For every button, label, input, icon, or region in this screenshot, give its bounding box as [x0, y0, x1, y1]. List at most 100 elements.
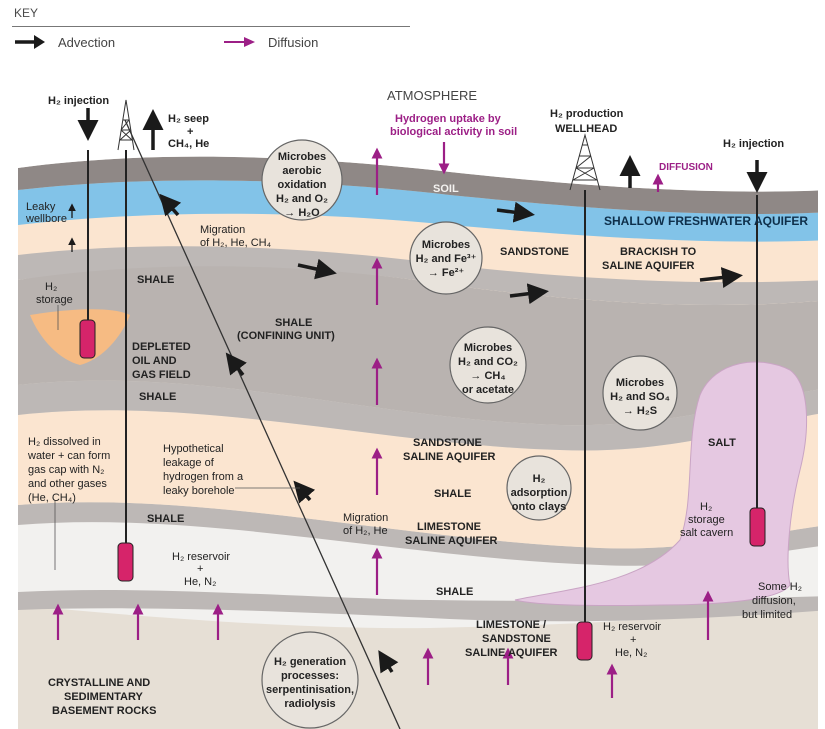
atmosphere-label: ATMOSPHERE: [387, 88, 477, 103]
bubble-aerobic: [261, 139, 343, 221]
canister-storage: [79, 319, 96, 359]
bubble-adsorption-l1: adsorption: [511, 487, 568, 499]
depleted-label-2: OIL AND: [132, 355, 177, 367]
bubble-generation-l1: processes:: [281, 670, 339, 682]
reservoir-right-label-2: +: [630, 634, 636, 646]
diffusion-arrow-icon: [224, 37, 255, 47]
shale-band-bottom: [18, 589, 818, 622]
migration1-label-2: of H₂, He, CH₄: [200, 237, 272, 249]
production-label-2: WELLHEAD: [555, 123, 617, 135]
shale-label-3: SHALE: [434, 488, 471, 500]
bubble-methane-l1: H₂ and CO₂: [458, 356, 518, 368]
brackish-label-2: SALINE AQUIFER: [602, 260, 695, 272]
bubble-sulfate: [602, 355, 678, 431]
canister-cavern: [749, 507, 766, 547]
leaky-label-1: Leaky: [26, 201, 56, 213]
bubble-iron-l1: H₂ and Fe³⁺: [416, 253, 477, 265]
bubble-adsorption-l0: H₂: [533, 473, 546, 485]
derrick-production-icon: [569, 133, 601, 191]
reservoir-left-label-2: +: [197, 563, 203, 575]
key-divider: [12, 26, 410, 27]
shale-label-4: SHALE: [147, 513, 184, 525]
storage-label-2: storage: [36, 294, 73, 306]
bubble-aerobic-l4: → H₂O: [284, 207, 320, 219]
some-diffusion-label-1: Some H₂: [758, 581, 802, 593]
bubble-generation: [261, 631, 359, 729]
shale-label-5: SHALE: [436, 586, 473, 598]
reservoir-left-label-3: He, N₂: [184, 576, 216, 588]
bubble-iron: [409, 221, 483, 295]
migration1-label-1: Migration: [200, 224, 245, 236]
brackish-label-1: BRACKISH TO: [620, 246, 697, 258]
shale-label-2: SHALE: [139, 391, 176, 403]
migration2-label-1: Migration: [343, 512, 388, 524]
key-title: KEY: [14, 6, 39, 20]
hypo-label-2: leakage of: [163, 457, 215, 469]
salt-dome: [514, 361, 807, 606]
advection-label: Advection: [58, 35, 116, 50]
bubble-sulfate-l0: Microbes: [616, 377, 664, 389]
bubble-methane-l3: or acetate: [462, 384, 514, 396]
salt-label: SALT: [708, 437, 736, 449]
confining-label-1: SHALE: [275, 317, 312, 329]
cavern-label-3: salt cavern: [680, 527, 733, 539]
seep-label-1: H₂ seep: [168, 113, 209, 125]
diffusion-label: Diffusion: [268, 35, 319, 50]
advection-arrows: [77, 108, 768, 674]
reservoir-right-label-3: He, N₂: [615, 647, 647, 659]
bubble-shapes: [261, 139, 678, 729]
basement-label-3: BASEMENT ROCKS: [52, 705, 157, 717]
basement-label-2: SEDIMENTARY: [64, 691, 144, 703]
shallow-aquifer-layer: [18, 180, 818, 242]
cavern-label-1: H₂: [700, 501, 712, 513]
lss-label-1: LIMESTONE /: [476, 619, 546, 631]
advection-arrow-icon: [15, 35, 45, 49]
soil-layer: [18, 156, 818, 214]
diffusion-arrows: [52, 142, 714, 698]
dissolved-label-4: and other gases: [28, 478, 107, 490]
diffusion-top-label: DIFFUSION: [659, 162, 713, 173]
some-diffusion-label-2: diffusion,: [752, 595, 796, 607]
lss-label-3: SALINE AQUIFER: [465, 647, 558, 659]
canister-reservoir-left: [117, 542, 134, 582]
shale-label-1: SHALE: [137, 274, 174, 286]
hypo-label-1: Hypothetical: [163, 443, 224, 455]
reservoir-right-label-1: H₂ reservoir: [603, 621, 661, 633]
bubble-generation-l2: serpentinisation,: [266, 684, 354, 696]
depleted-label-1: DEPLETED: [132, 341, 191, 353]
bubble-iron-l2: → Fe²⁺: [428, 267, 465, 279]
hypo-label-4: leaky borehole: [163, 485, 235, 497]
bubble-sulfate-l2: → H₂S: [623, 405, 657, 417]
production-label-1: H₂ production: [550, 108, 624, 120]
dissolved-label-1: H₂ dissolved in: [28, 436, 101, 448]
shallow-aquifer-label: SHALLOW FRESHWATER AQUIFER: [604, 214, 808, 228]
ls-aquifer-label-2: SALINE AQUIFER: [405, 535, 498, 547]
atmosphere-area: [18, 84, 818, 192]
bubble-generation-l0: H₂ generation: [274, 656, 346, 668]
sandstone-aquifer-layer: [18, 410, 818, 549]
bubble-aerobic-l2: oxidation: [278, 179, 327, 191]
bubble-adsorption: [506, 455, 572, 521]
ss-aquifer-label-2: SALINE AQUIFER: [403, 451, 496, 463]
ss-aquifer-label-1: SANDSTONE: [413, 437, 482, 449]
bubble-aerobic-l1: aerobic: [282, 165, 321, 177]
hypo-label-3: hydrogen from a: [163, 471, 244, 483]
dissolved-label-2: water + can form: [27, 450, 110, 462]
bubble-adsorption-l2: onto clays: [512, 501, 566, 513]
leader-lines: [54, 305, 300, 570]
dissolved-label-3: gas cap with N₂: [28, 464, 104, 476]
some-diffusion-label-3: but limited: [742, 609, 792, 621]
bubble-sulfate-l1: H₂ and SO₄: [610, 391, 670, 403]
bubble-methane: [449, 326, 527, 404]
injection-left-label: H₂ injection: [48, 95, 109, 107]
key-legend: KEY Advection Diffusion: [12, 4, 412, 50]
ls-aquifer-label-1: LIMESTONE: [417, 521, 481, 533]
derrick-left-icon: [117, 99, 135, 151]
lss-label-2: SANDSTONE: [482, 633, 551, 645]
storage-label-1: H₂: [45, 281, 57, 293]
bubble-generation-l3: radiolysis: [284, 698, 335, 710]
key-arrows: [15, 35, 255, 49]
canister-reservoir-right: [576, 621, 593, 661]
bubble-methane-l2: → CH₄: [470, 370, 505, 382]
